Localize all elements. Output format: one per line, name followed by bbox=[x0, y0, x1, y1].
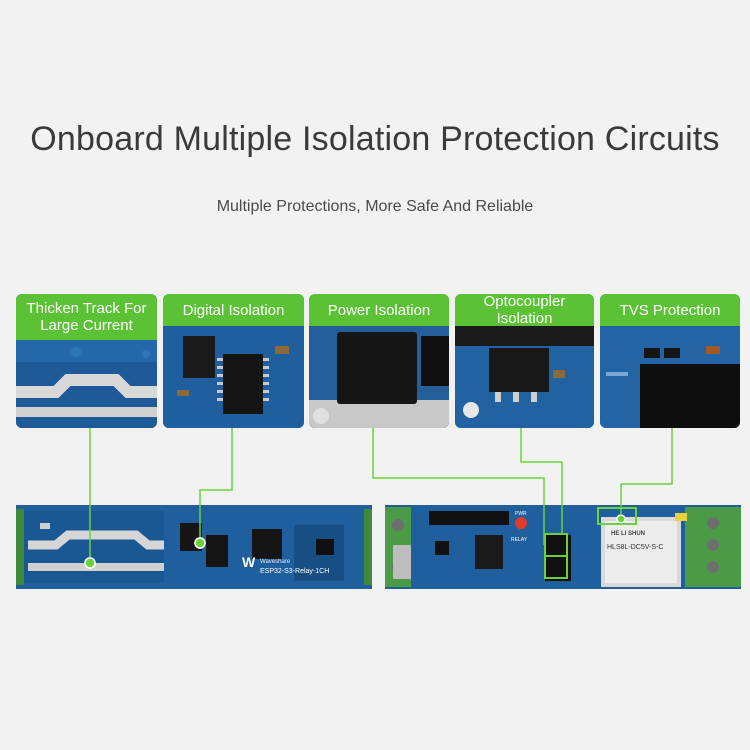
card-label: Digital Isolation bbox=[163, 294, 304, 326]
relay-brand-text: HE LI SHUN bbox=[611, 531, 645, 537]
page-subtitle: Multiple Protections, More Safe And Reli… bbox=[216, 198, 534, 215]
feature-card-tvs-protection: TVS Protection bbox=[600, 294, 740, 428]
pwr-label: PWR bbox=[515, 511, 527, 517]
relay-model-text: HLS8L-DC5V-S-C bbox=[607, 544, 663, 551]
digital-isolator-photo bbox=[163, 326, 304, 428]
card-label: TVS Protection bbox=[600, 294, 740, 326]
optocoupler-photo bbox=[455, 326, 594, 428]
relay-label: RELAY bbox=[511, 537, 528, 543]
card-label: Optocoupler Isolation bbox=[455, 294, 594, 327]
board-brand-text: Waveshare bbox=[260, 559, 291, 565]
power-isolation-module-photo bbox=[309, 326, 449, 428]
card-label: Power Isolation bbox=[309, 294, 449, 326]
pcb-board-front: PWR RELAY HE LI SHUN HLS8L-DC5V-S-C bbox=[385, 505, 741, 589]
svg-text:W: W bbox=[242, 554, 256, 570]
board-model-text: ESP32-S3-Relay-1CH bbox=[260, 568, 329, 575]
feature-card-optocoupler-isolation: Optocoupler Isolation bbox=[455, 294, 594, 428]
feature-card-power-isolation: Power Isolation bbox=[309, 294, 449, 428]
thick-track-photo bbox=[16, 340, 157, 428]
page-title: Onboard Multiple Isolation Protection Ci… bbox=[30, 120, 720, 158]
feature-card-digital-isolation: Digital Isolation bbox=[163, 294, 304, 428]
feature-card-thicken-track: Thicken Track For Large Current bbox=[16, 294, 157, 428]
tvs-diode-photo bbox=[600, 326, 740, 428]
card-label: Thicken Track For Large Current bbox=[16, 294, 157, 340]
pcb-board-back: W Waveshare ESP32-S3-Relay-1CH bbox=[16, 505, 372, 589]
